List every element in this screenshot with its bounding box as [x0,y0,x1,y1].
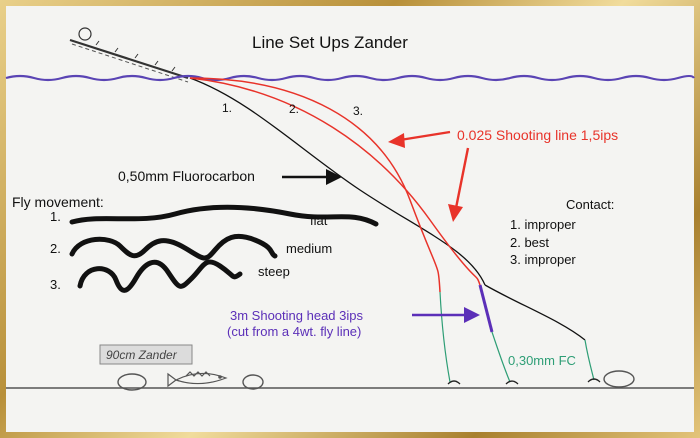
shooting-head-label-line2: (cut from a 4wt. fly line) [227,324,361,339]
line-1-fluorocarbon-tail [484,284,586,341]
fluorocarbon-label: 0,50mm Fluorocarbon [118,168,255,184]
water-surface [5,74,695,82]
line-3-shooting-line [189,77,441,293]
contact-item-3: 3. improper [510,252,576,267]
fly-movement-num-3: 3. [50,277,61,292]
shooting-head-label-line1: 3m Shooting head 3ips [230,308,363,323]
fly-hook-icon [447,378,601,385]
contact-heading: Contact: [566,197,614,212]
fly-rod-icon [69,27,189,83]
fly-movement-num-1: 1. [50,209,61,224]
red-arrow-icon [388,130,470,222]
black-arrow-icon [282,169,342,185]
fly-movement-heading: Fly movement: [12,194,104,210]
shooting-line-label: 0.025 Shooting line 1,5ips [457,127,618,143]
steep-movement-stroke [77,259,243,293]
fly-movement-num-2: 2. [50,241,61,256]
line-2-shooting-line [189,77,481,286]
zander-fish-icon [167,371,228,388]
zander-label: 90cm Zander [106,348,178,362]
line-1-fluorocarbon [189,77,486,286]
tippet-label: 0,30mm FC [508,353,576,368]
fly-movement-label-medium: medium [286,241,332,256]
fly-movement-label-steep: steep [258,264,290,279]
stones-icon [117,370,635,391]
contact-item-2: 2. best [510,235,549,250]
tippet-line-2 [491,331,511,383]
shooting-head [478,284,494,333]
line-number-1: 1. [222,101,232,115]
tippet-line-1 [584,339,595,381]
line-number-2: 2. [289,102,299,116]
fly-movement-label-flat: flat [310,213,328,228]
contact-item-1: 1. improper [510,217,576,232]
zander-label-box [99,344,193,365]
tippet-line-3 [439,291,451,383]
diagram-title: Line Set Ups Zander [252,33,408,52]
purple-arrow-icon [412,307,480,323]
line-number-3: 3. [353,104,363,118]
medium-movement-stroke [69,233,278,261]
flat-movement-stroke [69,204,379,227]
